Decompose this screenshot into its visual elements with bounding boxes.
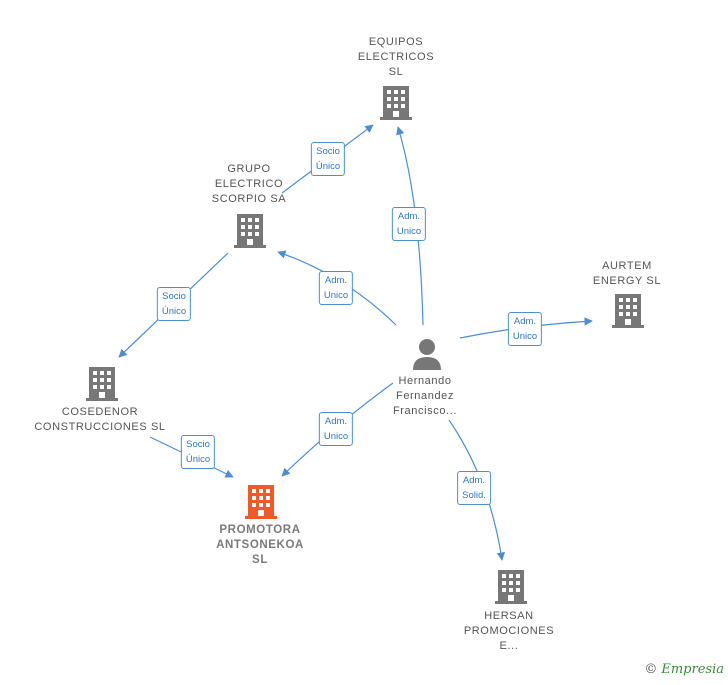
- label-line: Francisco...: [392, 405, 458, 417]
- label-line: Hernando: [398, 375, 452, 387]
- label-line: AURTEM: [602, 260, 652, 272]
- label-line: CONSTRUCCIONES SL: [34, 421, 166, 433]
- node-label-equipos[interactable]: EQUIPOS ELECTRICOS SL: [358, 35, 434, 80]
- label-line: Unico: [512, 331, 538, 342]
- node-label-hersan[interactable]: HERSAN PROMOCIONES E...: [464, 609, 554, 654]
- node-label-promotora[interactable]: PROMOTORA ANTSONEKOA SL: [216, 523, 304, 568]
- node-label-aurtem[interactable]: AURTEM ENERGY SL: [593, 259, 661, 289]
- edge-label-person-hersan: Adm. Solid.: [457, 471, 491, 505]
- person-icon[interactable]: [412, 338, 442, 370]
- label-line: Adm.: [324, 416, 348, 427]
- label-line: COSEDENOR: [61, 406, 139, 418]
- label-line: Único: [315, 161, 341, 172]
- label-line: SL: [252, 554, 268, 566]
- label-line: PROMOTORA: [219, 524, 301, 536]
- edge-label-person-promotora: Adm. Unico: [318, 412, 354, 446]
- label-line: Adm.: [513, 316, 537, 327]
- edge-label-person-aurtem: Adm. Unico: [507, 312, 543, 346]
- label-line: HERSAN: [484, 610, 534, 622]
- building-icon[interactable]: [380, 86, 412, 120]
- label-line: SCORPIO SA: [211, 193, 287, 205]
- building-icon[interactable]: [612, 294, 644, 328]
- focus-building-icon[interactable]: [245, 485, 277, 519]
- edge-label-person-equipos: Adm. Unico: [391, 207, 427, 241]
- node-label-cosedenor[interactable]: COSEDENOR CONSTRUCCIONES SL: [34, 405, 165, 435]
- label-line: GRUPO: [227, 163, 271, 175]
- label-line: ELECTRICO: [214, 178, 284, 190]
- building-icon[interactable]: [234, 214, 266, 248]
- label-line: Único: [185, 454, 211, 465]
- edge-label-person-grupo: Adm. Unico: [318, 271, 354, 305]
- label-line: Fernandez: [396, 390, 454, 402]
- building-icon[interactable]: [495, 570, 527, 604]
- building-icon[interactable]: [86, 367, 118, 401]
- label-line: Unico: [323, 431, 349, 442]
- node-label-grupo[interactable]: GRUPO ELECTRICO SCORPIO SA: [212, 162, 286, 207]
- label-line: Socio: [316, 146, 340, 157]
- label-line: Único: [161, 306, 187, 317]
- label-line: EQUIPOS: [368, 36, 424, 48]
- copyright-symbol: ©: [644, 662, 658, 677]
- label-line: Unico: [396, 226, 422, 237]
- label-line: ELECTRICOS: [357, 51, 435, 63]
- label-line: Socio: [162, 291, 186, 302]
- label-line: Adm.: [462, 475, 486, 486]
- label-line: E...: [499, 640, 519, 652]
- label-line: Socio: [186, 439, 210, 450]
- label-line: SL: [388, 66, 404, 78]
- label-line: ANTSONEKOA: [216, 539, 304, 551]
- label-line: Unico: [323, 290, 349, 301]
- label-line: PROMOCIONES: [463, 625, 555, 637]
- copyright-footer: ©Empresia: [644, 662, 724, 677]
- label-line: Adm.: [324, 275, 348, 286]
- label-line: Solid.: [462, 490, 486, 501]
- label-line: ENERGY SL: [592, 275, 662, 287]
- brand-logo-text: Empresia: [661, 662, 724, 677]
- label-line: Adm.: [397, 211, 421, 222]
